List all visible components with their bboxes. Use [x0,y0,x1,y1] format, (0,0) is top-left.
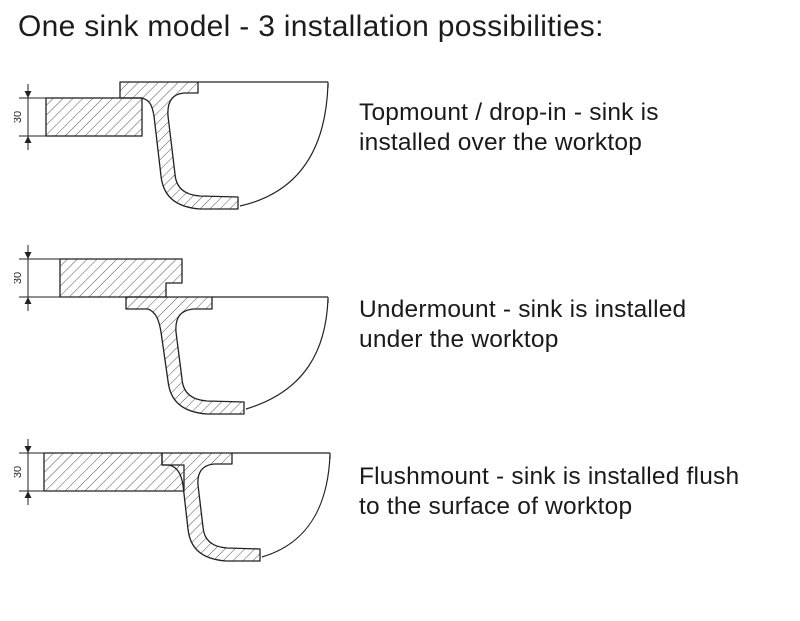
arrow-down-icon [24,446,32,453]
dimension-label: 30 [14,466,24,478]
sink-flange-wall-section [125,296,245,415]
sink-bowl-arc [245,298,329,410]
topmount-drawing: 30 [14,81,329,210]
sink-bowl-arc [239,83,329,207]
page-title: One sink model - 3 installation possibil… [18,10,604,43]
dimension-group [19,245,62,311]
sink-bowl-arc [261,454,331,558]
dimension-label: 30 [14,111,24,123]
diagram-row-flushmount: 30 Flushmount - sink is installed flush … [14,423,800,583]
caption-flushmount: Flushmount - sink is installed flush to … [359,463,740,520]
flushmount-drawing: 30 [14,439,331,562]
caption-undermount: Undermount - sink is installed under the… [359,296,687,353]
arrow-down-icon [24,252,32,259]
arrow-up-icon [24,491,32,498]
undermount-drawing: 30 [14,245,329,415]
worktop-section [45,97,143,137]
dimension-group [19,439,46,505]
arrow-down-icon [24,91,32,98]
dimension-group [19,84,48,150]
arrow-up-icon [24,136,32,143]
worktop-section [59,258,183,298]
caption-topmount: Topmount / drop-in - sink is installed o… [359,98,659,156]
sink-flange-wall-section [119,81,239,210]
diagram-row-undermount: 30 Undermount - sink is installed under … [14,233,800,423]
dimension-label: 30 [14,272,24,284]
page: One sink model - 3 installation possibil… [14,10,800,583]
arrow-up-icon [24,297,32,304]
diagram-row-topmount: 30 Topmount / drop-in - sink is installe… [14,58,800,233]
sink-flange-wall-section [161,452,261,562]
